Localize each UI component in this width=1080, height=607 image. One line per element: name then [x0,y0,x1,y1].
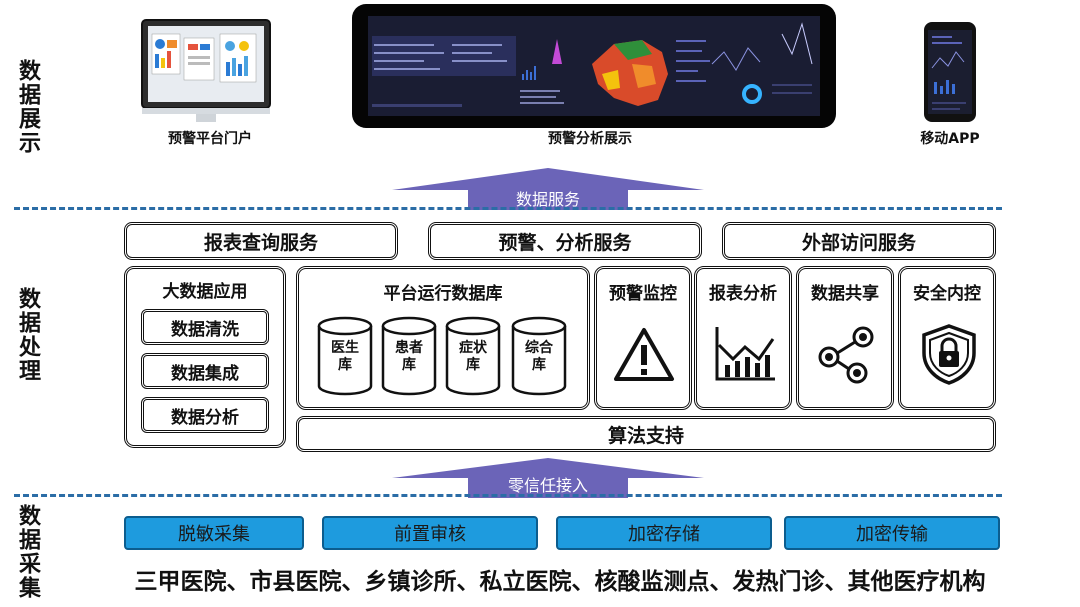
algorithm-support: 算法支持 [296,416,996,452]
data-service-arrow [392,168,704,210]
dashboard-caption: 预警分析展示 [548,131,632,147]
big-data-title: 大数据应用 [162,282,248,302]
portal-caption: 预警平台门户 [168,131,252,147]
database-comprehensive-label: 综合 库 [525,340,553,373]
module-report-analysis: 报表分析 [694,266,792,410]
module-warning-monitor-title: 预警监控 [609,284,677,304]
database-patient: 患者 库 [380,316,438,396]
data-service-label: 数据服务 [515,190,580,209]
collection-pre-audit: 前置审核 [322,516,538,550]
layer-title-processing: 数据处理 [15,287,40,383]
database-symptom: 症状 库 [444,316,502,396]
mobile-caption: 移动APP [920,131,980,147]
warning-icon [613,327,675,387]
database-symptom-label: 症状 库 [459,340,487,373]
database-doctor: 医生 库 [316,316,374,396]
service-external-access: 外部访问服务 [722,222,996,260]
database-comprehensive: 综合 库 [510,316,568,396]
module-warning-monitor: 预警监控 [594,266,692,410]
collection-encrypted-storage: 加密存储 [556,516,772,550]
database-patient-label: 患者 库 [395,340,423,373]
collection-desensitize: 脱敏采集 [124,516,304,550]
big-data-item-analysis: 数据分析 [141,397,269,433]
portal-monitor [140,18,272,128]
chart-icon [713,325,777,387]
service-report-query: 报表查询服务 [124,222,398,260]
big-data-item-integration: 数据集成 [141,353,269,389]
zero-trust-label: 零信任接入 [507,476,588,495]
module-security-control-title: 安全内控 [913,284,981,304]
module-data-share: 数据共享 [796,266,894,410]
service-warning-analysis: 预警、分析服务 [428,222,702,260]
module-security-control: 安全内控 [898,266,996,410]
mobile-phone [924,22,976,122]
database-doctor-label: 医生 库 [331,340,359,373]
data-sources: 三甲医院、市县医院、乡镇诊所、私立医院、核酸监测点、发热门诊、其他医疗机构 [134,569,986,595]
collection-encrypted-transfer: 加密传输 [784,516,1000,550]
big-data-item-cleaning: 数据清洗 [141,309,269,345]
layer-title-display: 数据展示 [15,59,40,155]
module-data-share-title: 数据共享 [811,284,879,304]
shield-lock-icon [919,323,979,389]
layer-title-collection: 数据采集 [15,504,40,600]
divider-bottom [14,494,1002,497]
zero-trust-arrow [392,458,704,498]
dashboard-screen [352,4,836,128]
big-data-panel: 大数据应用 数据清洗 数据集成 数据分析 [124,266,286,448]
share-icon [815,325,879,389]
module-report-analysis-title: 报表分析 [709,284,777,304]
divider-top [14,207,1002,210]
platform-db-title: 平台运行数据库 [383,284,503,304]
